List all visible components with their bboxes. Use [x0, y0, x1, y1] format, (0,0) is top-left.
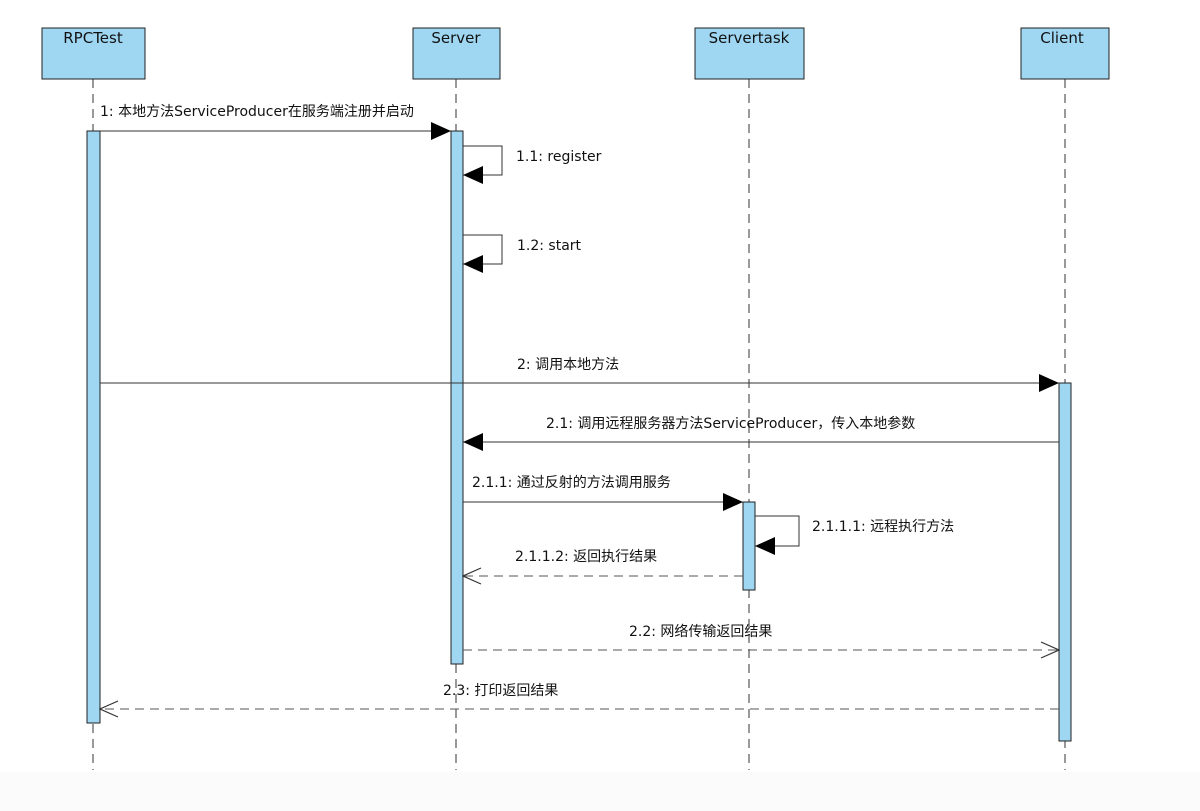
message-2-3[interactable]: 2.3: 打印返回结果 [100, 682, 1059, 709]
message-2-1-1[interactable]: 2.1.1: 通过反射的方法调用服务 [463, 475, 743, 511]
activation-rpctest [86, 130, 101, 724]
message-label: 2.1.1: 通过反射的方法调用服务 [472, 475, 671, 491]
message-1-2[interactable]: 1.2: start [463, 234, 582, 273]
self-call-arrow [755, 515, 800, 555]
message-label: 2.1.1.1: 远程执行方法 [812, 519, 954, 535]
participant-label: Servertask [709, 29, 790, 47]
message-2-1-1-2[interactable]: 2.1.1.2: 返回执行结果 [463, 549, 743, 576]
message-label: 2.2: 网络传输返回结果 [629, 624, 772, 640]
self-call-arrow [463, 234, 503, 273]
message-2-2[interactable]: 2.2: 网络传输返回结果 [463, 624, 1059, 650]
participant-servertask[interactable]: Servertask [694, 27, 805, 80]
participant-client[interactable]: Client [1020, 27, 1110, 80]
message-2-1-1-1[interactable]: 2.1.1.1: 远程执行方法 [755, 515, 954, 555]
activation-servertask [742, 501, 756, 591]
message-label: 2.1.1.2: 返回执行结果 [515, 549, 657, 565]
message-label: 1: 本地方法ServiceProducer在服务端注册并启动 [100, 104, 414, 120]
message-2[interactable]: 2: 调用本地方法 [100, 357, 1059, 392]
participant-label: Server [431, 29, 481, 47]
activation-client [1058, 382, 1072, 742]
message-1[interactable]: 1: 本地方法ServiceProducer在服务端注册并启动 [100, 104, 451, 140]
message-label: 2.3: 打印返回结果 [443, 682, 558, 699]
message-label: 1.2: start [517, 238, 582, 254]
participant-rpctest[interactable]: RPCTest [41, 27, 146, 80]
message-2-1[interactable]: 2.1: 调用远程服务器方法ServiceProducer，传入本地参数 [463, 415, 1059, 451]
message-label: 1.1: register [516, 149, 602, 165]
participant-server[interactable]: Server [412, 27, 501, 80]
participant-label: RPCTest [63, 29, 123, 47]
message-label: 2.1: 调用远程服务器方法ServiceProducer，传入本地参数 [546, 415, 915, 432]
message-label: 2: 调用本地方法 [517, 357, 619, 373]
activation-server [450, 130, 464, 665]
bottom-margin [0, 772, 1200, 811]
self-call-arrow [463, 145, 503, 184]
participant-label: Client [1040, 29, 1084, 47]
message-1-1[interactable]: 1.1: register [463, 145, 602, 184]
